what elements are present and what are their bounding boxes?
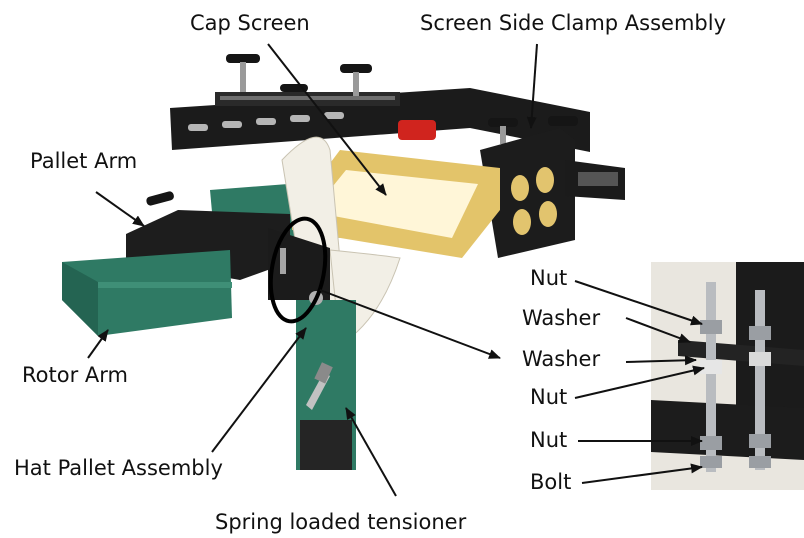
label-inset-nut-1: Nut: [530, 266, 568, 290]
arrow-pallet-arm: [95, 191, 145, 227]
machine-illustration: [62, 54, 625, 470]
arrow-hat-pallet: [211, 327, 307, 453]
arrow-to-inset: [319, 289, 501, 359]
label-inset-washer-1: Washer: [522, 306, 601, 330]
arrow-cap-screen: [267, 43, 387, 196]
label-spring-loaded-tensioner: Spring loaded tensioner: [215, 510, 467, 534]
arrow-nut-2: [574, 365, 705, 399]
highlight-ellipse: [268, 216, 328, 324]
arrow-bolt: [581, 463, 703, 484]
label-cap-screen: Cap Screen: [190, 11, 310, 35]
red-latch: [398, 120, 436, 140]
rotor-arm-box: [62, 250, 232, 336]
inset-photo: [651, 262, 804, 490]
hat-pallet-support: [268, 228, 330, 300]
label-rotor-arm: Rotor Arm: [22, 363, 128, 387]
frame-slots: [188, 112, 344, 131]
arrow-washer-1: [625, 317, 691, 343]
arrow-rotor-arm: [87, 329, 109, 359]
arrow-nut-1: [574, 280, 703, 326]
arrow-screen-side-clamp: [526, 43, 538, 129]
label-inset-washer-2: Washer: [522, 347, 601, 371]
label-hat-pallet-assembly: Hat Pallet Assembly: [14, 456, 223, 480]
label-screen-side-clamp-assembly: Screen Side Clamp Assembly: [420, 11, 727, 35]
label-inset-nut-2: Nut: [530, 385, 568, 409]
leader-lines: [87, 43, 705, 497]
arrow-spring-tensioner: [345, 407, 397, 497]
arrow-washer-2: [625, 355, 697, 366]
label-inset-nut-3: Nut: [530, 428, 568, 452]
clamp-holes: [511, 167, 557, 235]
label-pallet-arm: Pallet Arm: [30, 149, 138, 173]
label-inset-bolt: Bolt: [530, 470, 572, 494]
